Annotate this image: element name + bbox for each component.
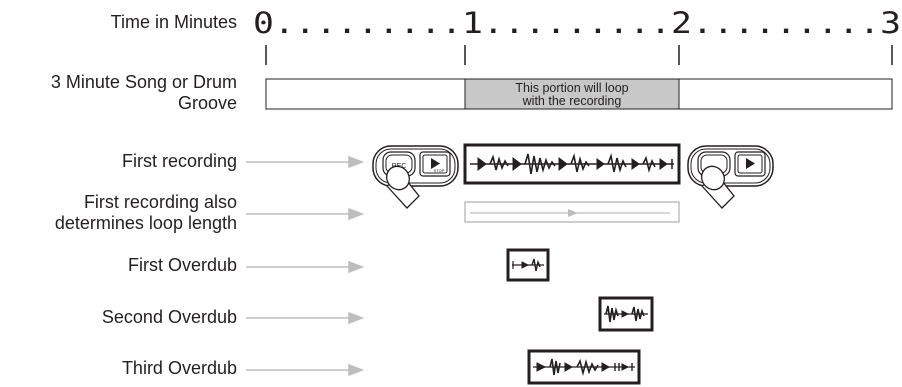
first-recording-label: First recording <box>122 151 237 171</box>
arrow-first-overdub <box>246 260 365 274</box>
first-overdub-label: First Overdub <box>128 255 237 275</box>
first-overdub-box <box>506 248 550 282</box>
loop-length-label-line2: determines loop length <box>55 213 237 233</box>
first-recording-box <box>463 143 681 185</box>
arrow-third-overdub <box>246 363 365 377</box>
loop-length-box <box>464 201 680 223</box>
time-axis-label: Time in Minutes <box>111 12 237 32</box>
play-button-icon <box>734 151 766 177</box>
looper-pedal-end <box>687 145 774 209</box>
song-label-line2: Groove <box>178 93 237 113</box>
song-segment-after <box>678 78 893 110</box>
pressing-finger-icon <box>700 165 735 209</box>
looper-pedal-start: REC STOP <box>372 145 459 209</box>
loop-segment <box>464 78 680 110</box>
song-label-line1: 3 Minute Song or Drum <box>51 72 237 92</box>
time-axis-scale: 0.........1.........2.........3 <box>253 6 901 40</box>
first-recording-waveform <box>470 153 674 175</box>
time-axis-ticks <box>265 45 893 65</box>
row-arrows <box>246 155 365 377</box>
song-segment-before <box>265 78 466 110</box>
second-overdub-box <box>598 296 654 332</box>
arrow-second-overdub <box>246 311 365 325</box>
loop-note-line1: This portion will loop <box>515 81 628 95</box>
second-overdub-label: Second Overdub <box>102 307 237 327</box>
third-overdub-label: Third Overdub <box>122 358 237 378</box>
loop-length-label-line1: First recording also <box>84 192 237 212</box>
song-bar: This portion will loop with the recordin… <box>265 78 893 110</box>
loop-note-line2: with the recording <box>522 94 622 108</box>
arrow-first-recording <box>246 155 365 169</box>
play-stop-label: STOP <box>434 168 445 173</box>
pressing-finger-icon <box>385 165 420 209</box>
third-overdub-box <box>527 349 641 385</box>
play-button-icon: STOP <box>419 151 451 177</box>
arrow-loop-length <box>246 207 365 221</box>
